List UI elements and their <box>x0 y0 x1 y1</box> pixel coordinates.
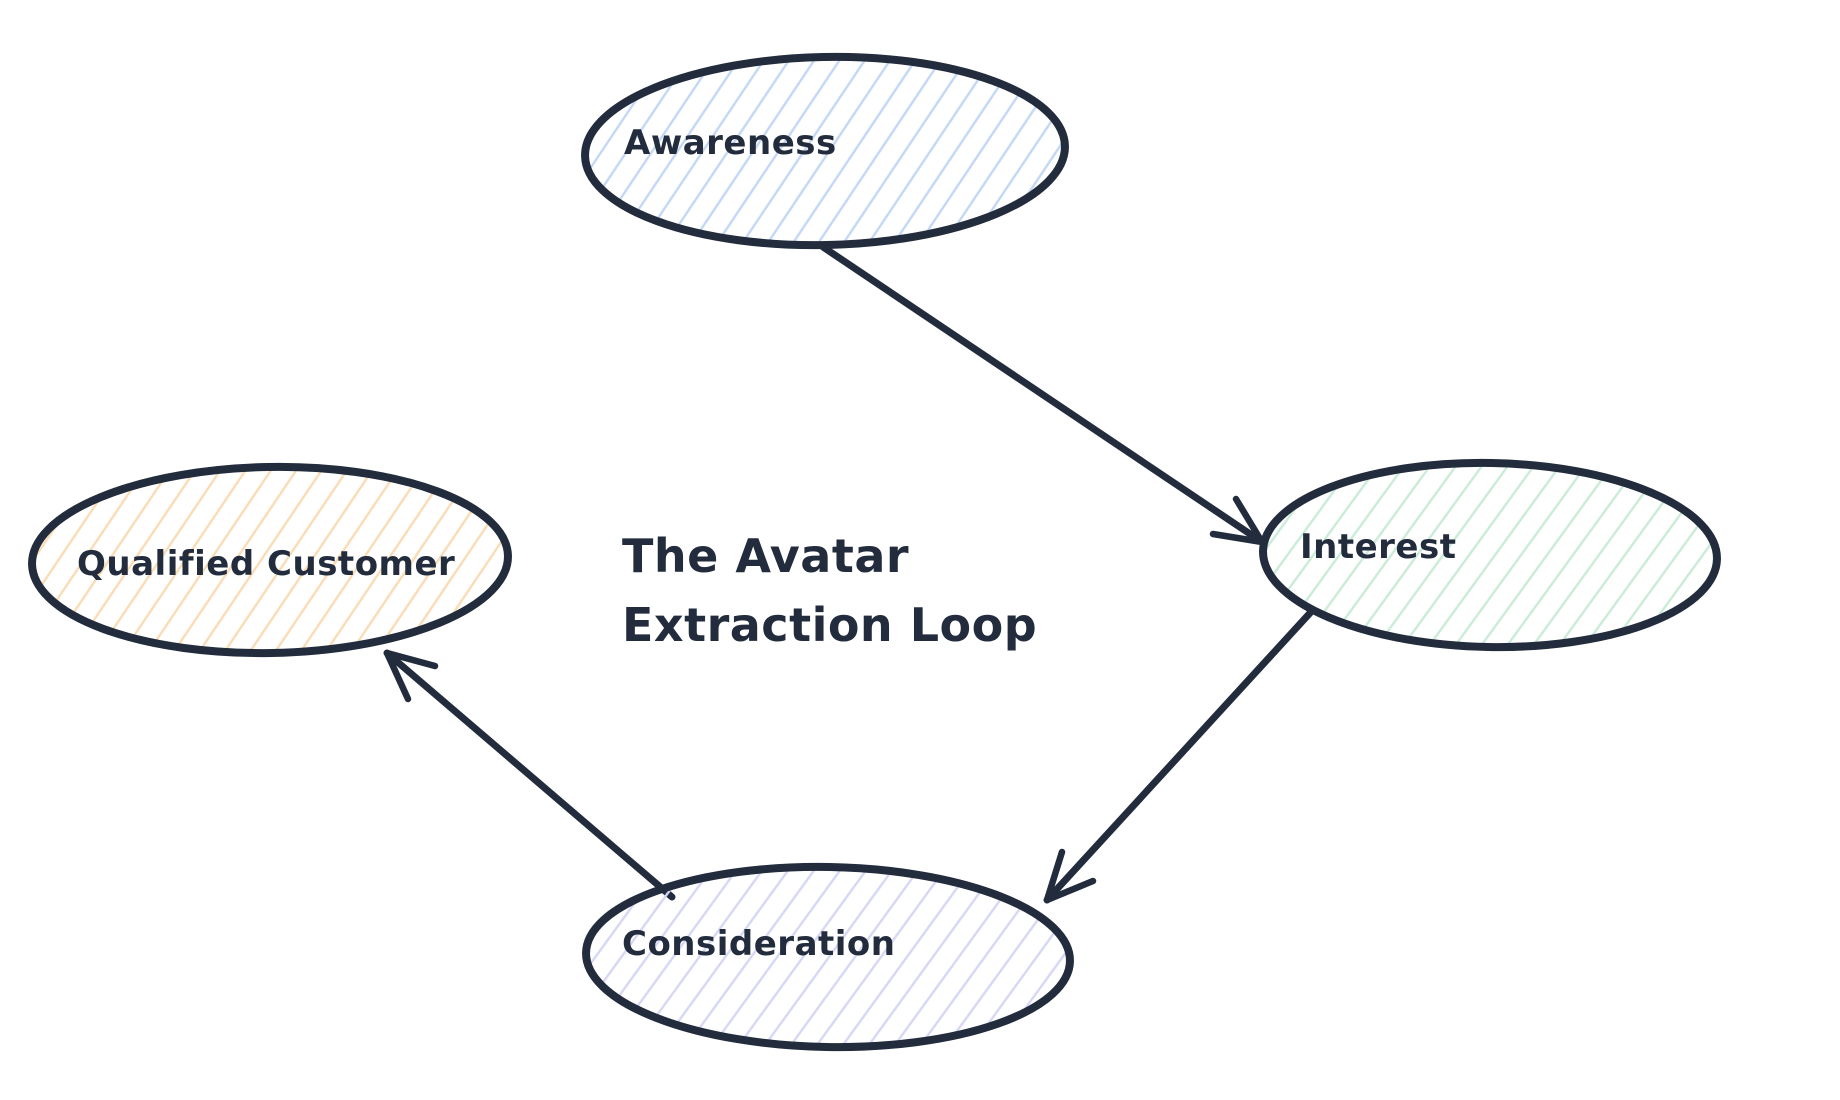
node-consideration[interactable]: Consideration <box>582 862 1074 1052</box>
arrowhead-into-qualified-customer-icon <box>383 649 439 703</box>
diagram-title-line1: The Avatar <box>622 529 909 583</box>
interest-ellipse[interactable] <box>1259 458 1721 652</box>
diagram-title[interactable]: The Avatar Extraction Loop <box>622 529 1037 652</box>
awareness-label: Awareness <box>624 123 837 163</box>
consideration-label: Consideration <box>622 924 896 964</box>
edge-consideration-qualified-line <box>383 649 676 901</box>
qualified-customer-ellipse[interactable] <box>28 462 512 658</box>
edge-awareness-interest-line <box>819 243 1266 546</box>
interest-label: Interest <box>1300 527 1457 567</box>
diagram-title-line2: Extraction Loop <box>622 598 1037 652</box>
awareness-ellipse[interactable] <box>581 52 1069 250</box>
edge-interest-consideration-line <box>1043 609 1314 904</box>
edge-consideration-to-qualified-customer[interactable] <box>383 649 676 901</box>
node-interest[interactable]: Interest <box>1259 458 1721 652</box>
node-qualified-customer[interactable]: Qualified Customer <box>28 462 512 658</box>
consideration-ellipse[interactable] <box>582 862 1074 1052</box>
arrowhead-into-consideration-icon <box>1043 848 1097 904</box>
qualified-customer-label: Qualified Customer <box>77 544 455 584</box>
edge-interest-to-consideration[interactable] <box>1043 609 1314 904</box>
node-awareness[interactable]: Awareness <box>581 52 1069 250</box>
arrowhead-into-interest-icon <box>1209 495 1266 546</box>
edge-awareness-to-interest[interactable] <box>819 243 1266 546</box>
